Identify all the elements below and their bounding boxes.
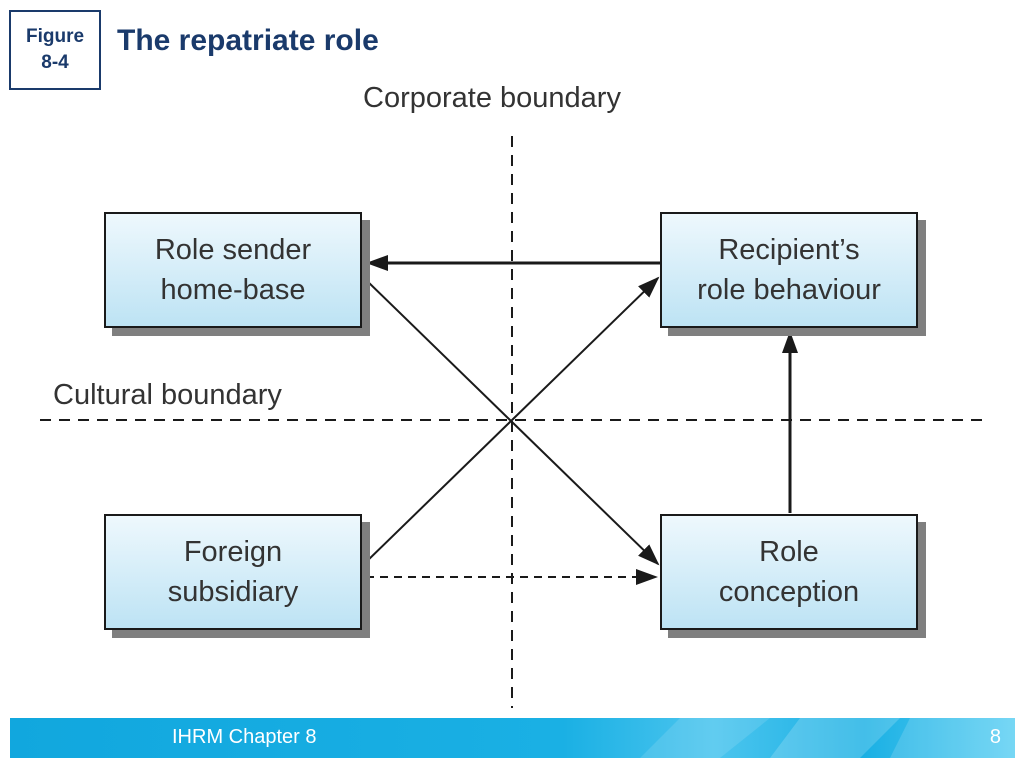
footer-bar: IHRM Chapter 8 8 [10, 718, 1015, 758]
figure-badge-label: Figure [25, 26, 85, 47]
role-sender-line1: Role sender [154, 234, 312, 266]
foreign-subsidiary-line2: subsidiary [167, 576, 299, 608]
corporate-boundary-label: Corporate boundary [363, 82, 621, 114]
page-title: The repatriate role [117, 24, 379, 57]
foreign-subsidiary-box: Foreign subsidiary [104, 514, 362, 630]
role-conception-line2: conception [718, 576, 860, 608]
role-sender-line2: home-base [160, 274, 306, 306]
recipient-line1: Recipient’s [718, 234, 860, 266]
figure-badge: Figure 8-4 [9, 10, 101, 90]
footer-chapter-text: IHRM Chapter 8 [172, 726, 317, 748]
role-conception-line1: Role [759, 536, 819, 568]
arrow-foreign-subsidiary-to-recipient [363, 276, 660, 565]
cultural-boundary-label: Cultural boundary [53, 379, 282, 411]
footer-decoration [640, 718, 1015, 758]
role-sender-box: Role sender home-base [104, 212, 362, 328]
recipient-line2: role behaviour [697, 274, 881, 306]
role-conception-box: Role conception [660, 514, 918, 630]
recipient-role-behaviour-box: Recipient’s role behaviour [660, 212, 918, 328]
footer-page-number: 8 [989, 726, 1001, 748]
foreign-subsidiary-line1: Foreign [183, 536, 283, 568]
figure-badge-number: 8-4 [41, 52, 69, 73]
